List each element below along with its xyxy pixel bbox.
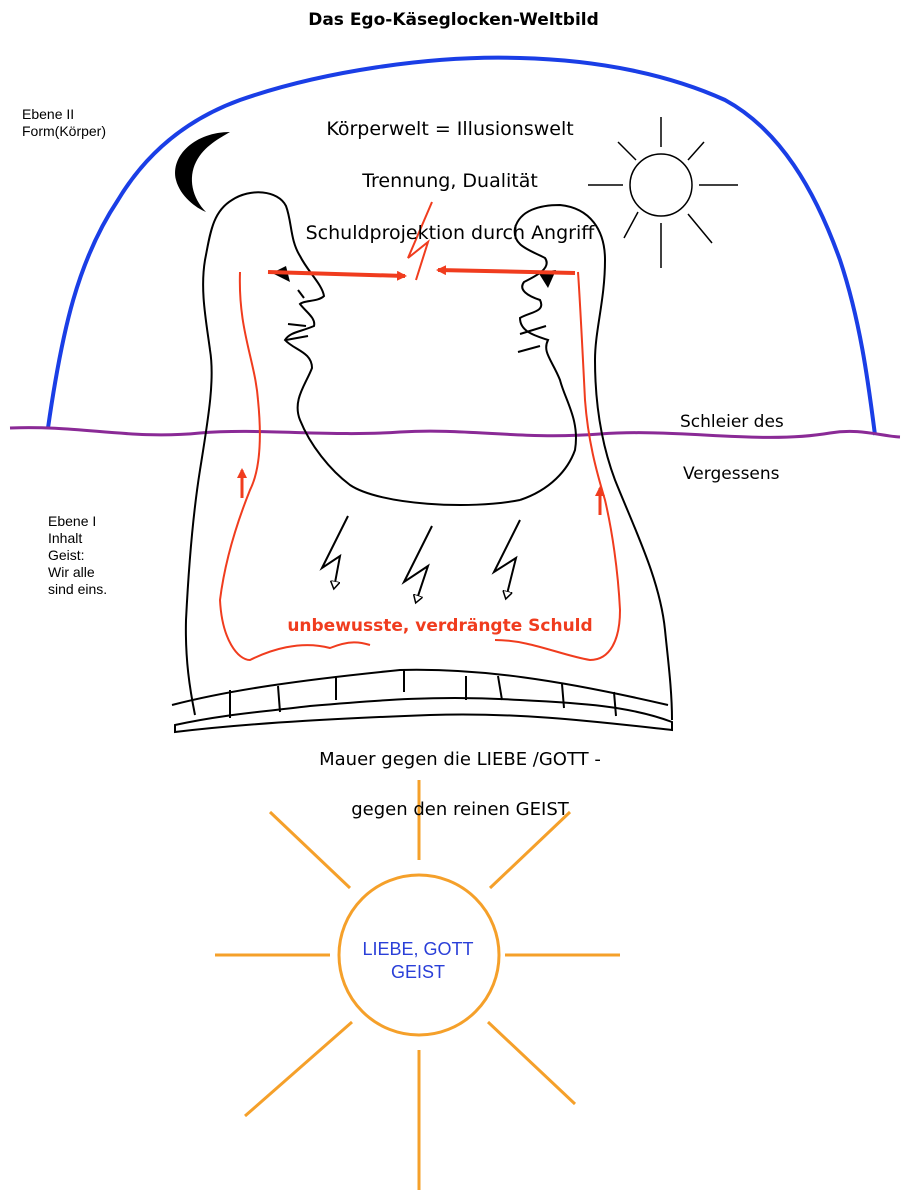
guilt-label: unbewusste, verdrängte Schuld <box>230 616 650 636</box>
level-1-label: Ebene I Inhalt Geist: Wir alle sind eins… <box>48 513 107 598</box>
divine-sun-label: LIEBE, GOTT GEIST <box>318 938 518 984</box>
body-world-text: Körperwelt = Illusionswelt Trennung, Dua… <box>240 90 660 272</box>
right-figure-outline <box>515 205 672 720</box>
lightning-icon <box>322 516 348 588</box>
veil-label-line-1: Schleier des <box>680 412 784 432</box>
moon-icon <box>175 132 230 212</box>
lightning-icon <box>494 520 520 598</box>
diagram-title: Das Ego-Käseglocken-Weltbild <box>0 10 907 30</box>
level-2-label: Ebene II Form(Körper) <box>22 106 106 140</box>
left-nose-mark <box>298 290 304 298</box>
attack-arrow-left <box>268 272 405 276</box>
guilt-loop <box>220 272 620 660</box>
wall-label-line-2: gegen den reinen GEIST <box>200 797 720 822</box>
wall-top <box>172 670 668 705</box>
body-world-line-1: Körperwelt = Illusionswelt <box>240 116 660 142</box>
lightning-icon <box>404 526 432 602</box>
wall-label: Mauer gegen die LIEBE /GOTT - gegen den … <box>200 722 720 847</box>
wall-bricks <box>230 670 616 718</box>
veil-label-line-2: Vergessens <box>683 464 780 484</box>
body-world-line-2: Trennung, Dualität <box>240 168 660 194</box>
wall-label-line-1: Mauer gegen die LIEBE /GOTT - <box>200 747 720 772</box>
body-world-line-3: Schuldprojektion durch Angriff <box>240 220 660 246</box>
